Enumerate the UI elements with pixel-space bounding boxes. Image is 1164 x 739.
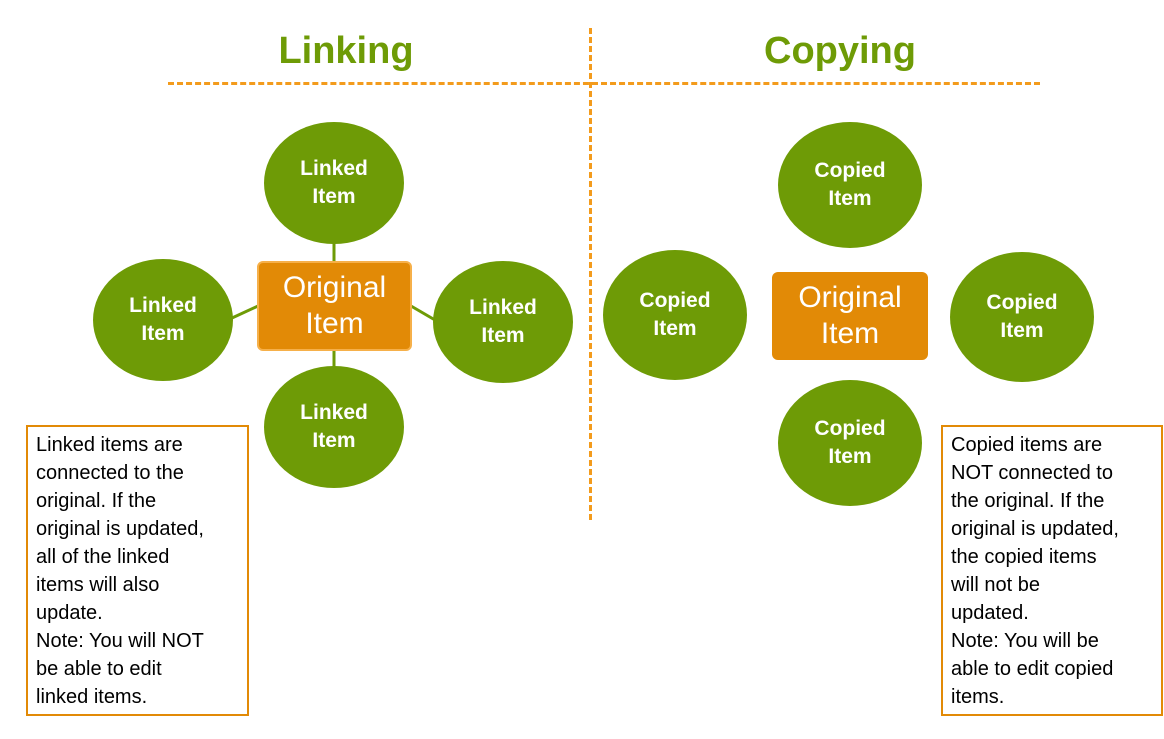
copied-item-label: Copied Item: [814, 159, 886, 210]
connector-right: [410, 304, 436, 322]
linked-item-label: Linked Item: [300, 157, 368, 208]
copied-item-label: Copied Item: [814, 417, 886, 468]
linked-item-label: Linked Item: [300, 401, 368, 452]
copying-note: Copied items are NOT connected to the or…: [941, 425, 1163, 716]
original-item-linking: Original Item: [257, 261, 412, 351]
linked-item-left: Linked Item: [93, 259, 233, 381]
copied-item-top: Copied Item: [778, 122, 922, 248]
vertical-divider: [589, 28, 592, 520]
copied-item-right: Copied Item: [950, 252, 1094, 382]
copied-item-left: Copied Item: [603, 250, 747, 380]
linking-note: Linked items are connected to the origin…: [26, 425, 249, 716]
linked-item-label: Linked Item: [469, 296, 537, 347]
original-item-copying: Original Item: [772, 272, 928, 360]
linked-item-label: Linked Item: [129, 294, 197, 345]
linked-item-right: Linked Item: [433, 261, 573, 383]
linked-item-top: Linked Item: [264, 122, 404, 244]
copied-item-label: Copied Item: [639, 289, 711, 340]
connector-left: [231, 304, 259, 320]
copied-item-bottom: Copied Item: [778, 380, 922, 506]
horizontal-divider: [168, 82, 1040, 85]
linked-item-bottom: Linked Item: [264, 366, 404, 488]
linking-heading: Linking: [278, 30, 414, 72]
copied-item-label: Copied Item: [986, 291, 1058, 342]
copying-heading: Copying: [764, 30, 916, 72]
